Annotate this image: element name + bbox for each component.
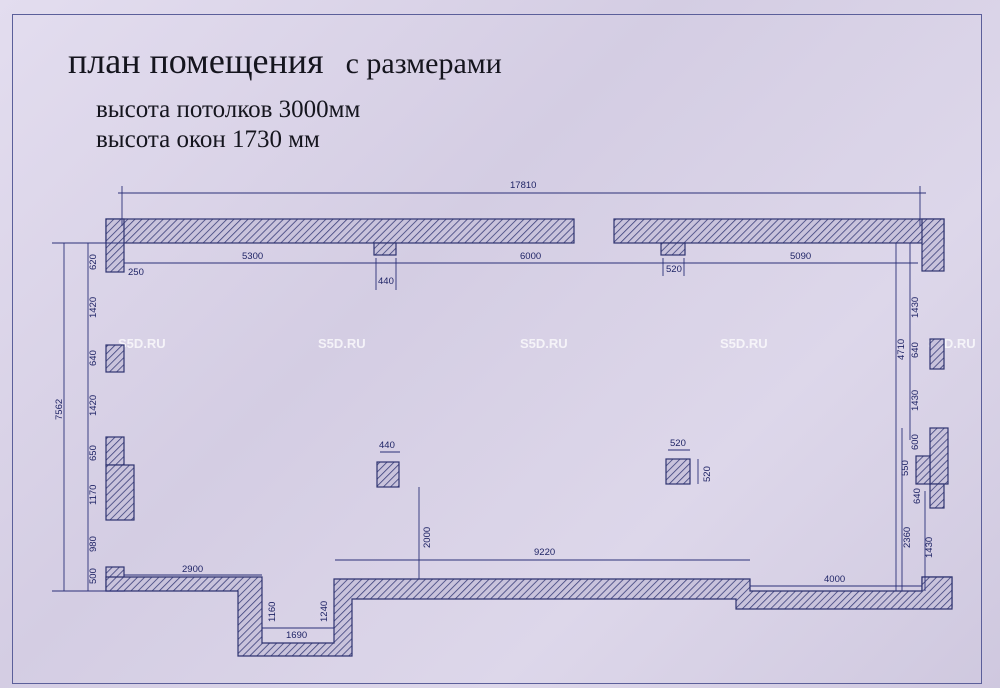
ceiling-height-note: высота потолков 3000мм (96, 96, 361, 123)
dim-col1-size: 440 (379, 440, 395, 451)
dim-right-7: 1430 (924, 537, 935, 558)
dim-bottom-right: 4000 (824, 574, 845, 585)
dim-right-1: 1430 (910, 297, 921, 318)
dim-right-2: 640 (910, 342, 921, 358)
dim-left-4: 1420 (88, 395, 99, 416)
dim-col2-height: 520 (702, 466, 713, 482)
left-wall-3 (105, 436, 125, 466)
dim-left-total: 7562 (54, 399, 65, 420)
dim-left-7: 980 (88, 536, 99, 552)
dim-right-8: 2360 (902, 527, 913, 548)
watermark-2: S5D.RU (318, 336, 366, 351)
dim-right-total: 4710 (896, 339, 907, 360)
drawing-frame (12, 14, 982, 684)
dim-right-6: 640 (912, 488, 923, 504)
top-wall-right (613, 218, 945, 244)
watermark-1: S5D.RU (118, 336, 166, 351)
left-wall-1 (105, 218, 125, 273)
dimension-labels: 17810 5300 6000 5090 250 440 520 7562 62… (54, 180, 935, 641)
dim-col-offset: 2000 (422, 527, 433, 548)
dim-total-width: 17810 (510, 180, 536, 191)
dim-right-5: 550 (900, 460, 911, 476)
dim-right-4: 600 (910, 434, 921, 450)
window-height-note: высота окон 1730 мм (96, 126, 320, 153)
left-wall-2 (105, 344, 125, 373)
top-wall-left (105, 218, 575, 244)
dim-bottom-left: 2900 (182, 564, 203, 575)
right-wall-1 (921, 218, 945, 272)
dim-left-6: 1170 (88, 485, 99, 505)
right-wall-4 (915, 455, 931, 485)
right-wall-5 (929, 483, 945, 509)
plan-title: план помещения с размерами (68, 40, 502, 82)
dim-top-offset: 250 (128, 267, 144, 278)
dim-left-2: 1420 (88, 297, 99, 318)
left-wall-4 (105, 464, 135, 521)
dim-top-left: 5300 (242, 251, 263, 262)
column-1 (376, 461, 400, 488)
dim-right-3: 1430 (910, 390, 921, 411)
dim-left-3: 640 (88, 350, 99, 366)
dim-top-mid: 6000 (520, 251, 541, 262)
right-wall-2 (929, 338, 945, 370)
watermarks: S5D.RU S5D.RU S5D.RU S5D.RU S5D.RU (118, 336, 976, 351)
dimension-lines (52, 186, 926, 629)
dim-left-8: 500 (88, 568, 99, 584)
dim-top-right: 5090 (790, 251, 811, 262)
top-pilaster-1 (373, 242, 397, 256)
dim-bottom-mid: 9220 (534, 547, 555, 558)
watermark-4: S5D.RU (720, 336, 768, 351)
dim-top-col2: 520 (666, 264, 682, 275)
top-pilaster-2 (660, 242, 686, 256)
dim-col2-width: 520 (670, 438, 686, 449)
walls (105, 218, 953, 657)
right-wall-3 (929, 427, 949, 485)
column-2 (665, 458, 691, 485)
dim-niche-right: 1240 (319, 601, 330, 622)
dim-top-col1: 440 (378, 276, 394, 287)
watermark-3: S5D.RU (520, 336, 568, 351)
plan-title-main: план помещения (68, 41, 324, 81)
plan-title-suffix: с размерами (345, 47, 502, 80)
dim-niche-left: 1160 (267, 602, 278, 622)
dim-left-5: 650 (88, 445, 99, 461)
bottom-wall (105, 576, 953, 657)
dim-niche-width: 1690 (286, 630, 307, 641)
dim-left-1: 620 (88, 254, 99, 270)
